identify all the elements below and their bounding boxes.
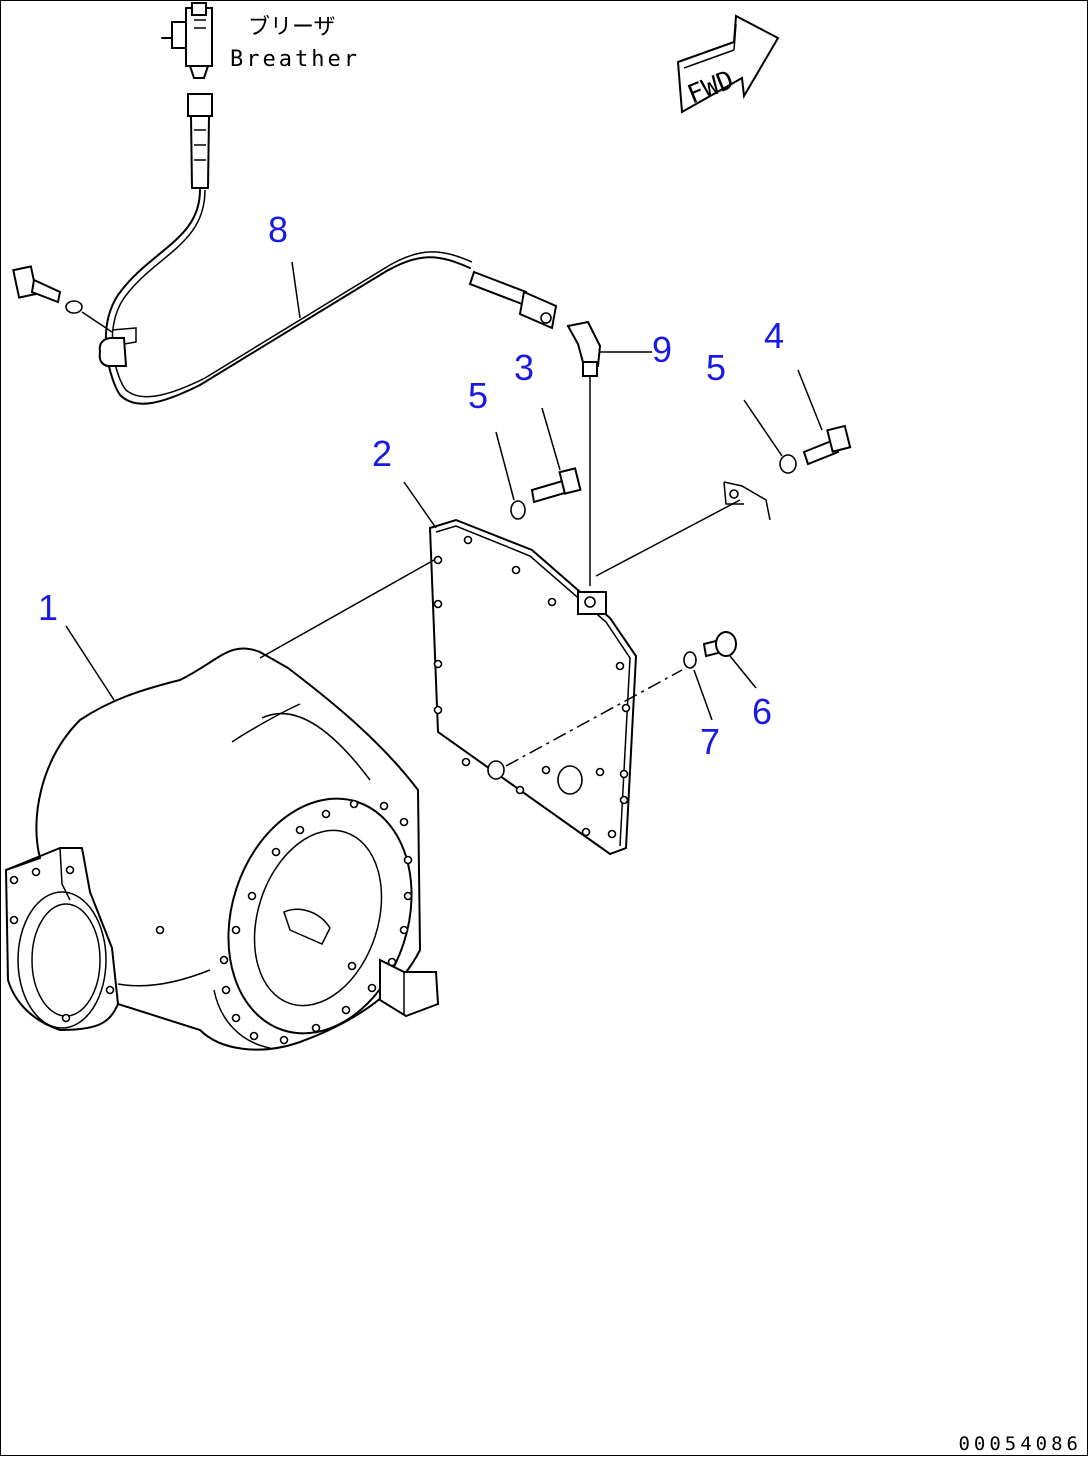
breather-hose [104, 189, 558, 405]
plug-6 [702, 631, 757, 689]
washer-5-left [495, 431, 526, 520]
breather-label-jp: ブリーザ [248, 15, 336, 40]
bolt-3 [530, 407, 582, 504]
callout-7: 7 [700, 721, 720, 762]
washer-5-right [743, 399, 797, 474]
callout-8: 8 [268, 209, 288, 250]
callout-5-left: 5 [468, 375, 488, 416]
callout-1: 1 [38, 587, 58, 628]
breather-fitting [187, 93, 213, 189]
drawing-number: 00054086 [958, 1433, 1082, 1455]
bolt-4 [797, 369, 852, 466]
callout-6: 6 [752, 691, 772, 732]
cover-plate [428, 518, 683, 856]
callout-9: 9 [652, 329, 672, 370]
elbow-fitting [566, 320, 652, 586]
breather-assembly: ブリーザ Breather [161, 2, 360, 189]
housing [4, 559, 440, 1051]
leader-lines [65, 261, 437, 701]
cover-bolt-holes [433, 535, 631, 839]
o-ring-7 [683, 651, 713, 721]
breather-label-en: Breather [230, 47, 360, 72]
bracket-tab [595, 481, 771, 577]
callout-4: 4 [764, 315, 784, 356]
callout-5-right: 5 [706, 347, 726, 388]
callout-2: 2 [372, 433, 392, 474]
callout-3: 3 [514, 347, 534, 388]
fwd-arrow: FWD [676, 14, 780, 114]
housing-bolt-holes [9, 799, 413, 1045]
callouts: 1 2 3 4 5 5 6 7 8 9 [38, 209, 784, 762]
breather-cap [161, 2, 213, 79]
hose-clamp [12, 265, 137, 367]
